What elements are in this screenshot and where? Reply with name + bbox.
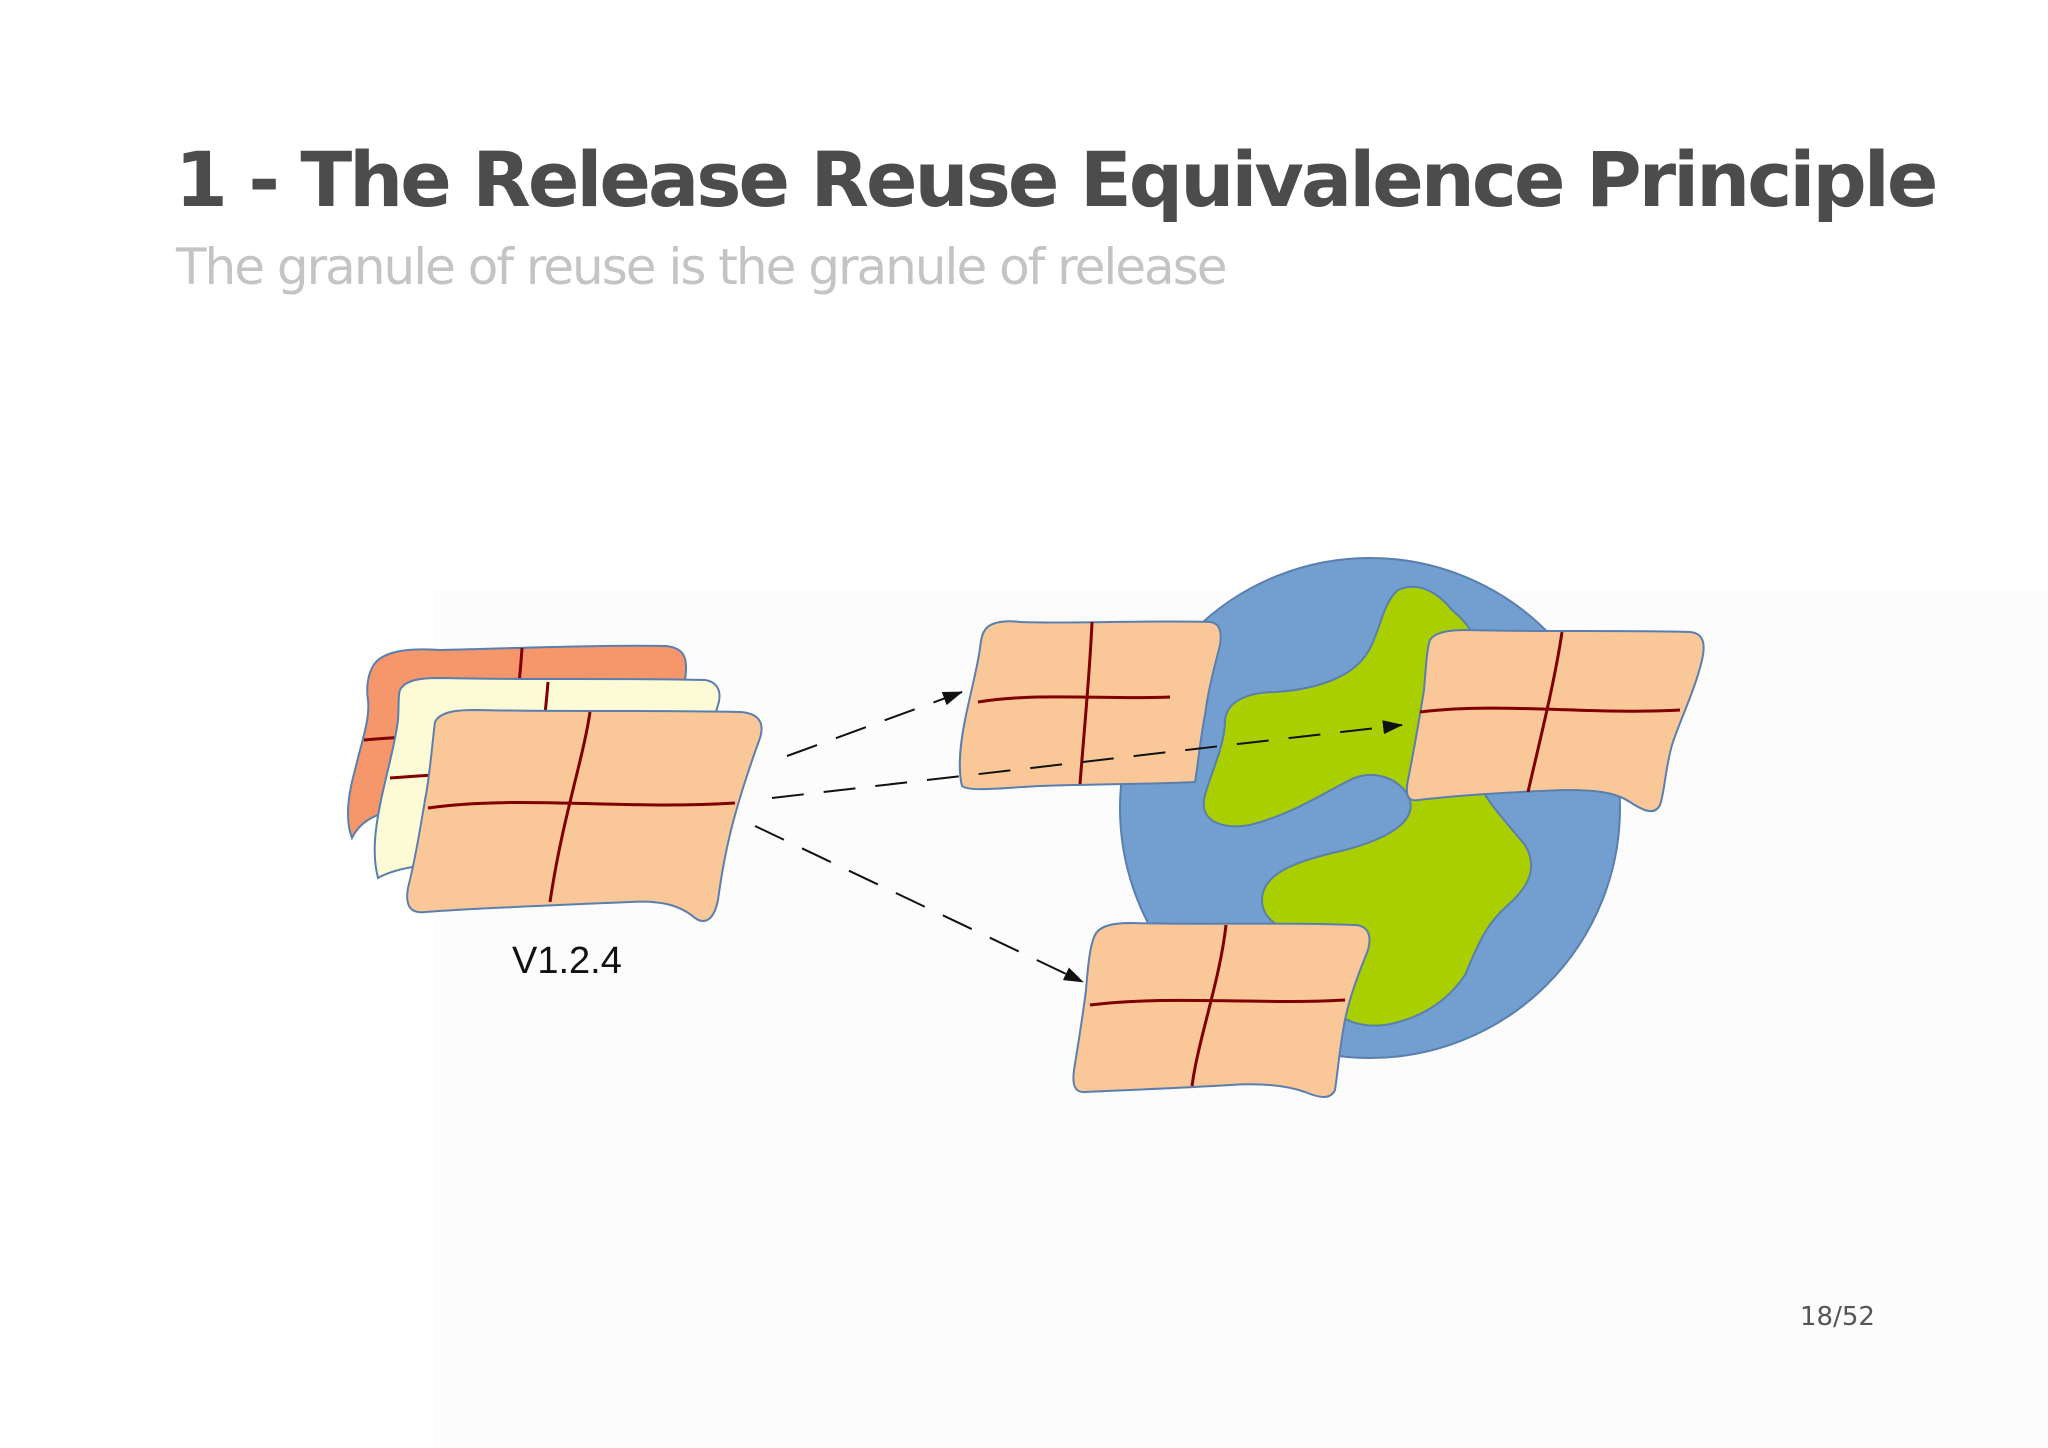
arrow-to-top-package — [787, 692, 962, 756]
reused-package-top — [960, 621, 1221, 789]
package-stack — [348, 646, 762, 921]
package-front-peach — [407, 710, 761, 921]
reused-package-bottom — [1073, 923, 1369, 1097]
reused-package-right — [1407, 630, 1704, 811]
version-label: V1.2.4 — [512, 940, 622, 983]
arrow-to-bottom-package — [755, 826, 1083, 982]
page-indicator: 18/52 — [1800, 1302, 1875, 1332]
